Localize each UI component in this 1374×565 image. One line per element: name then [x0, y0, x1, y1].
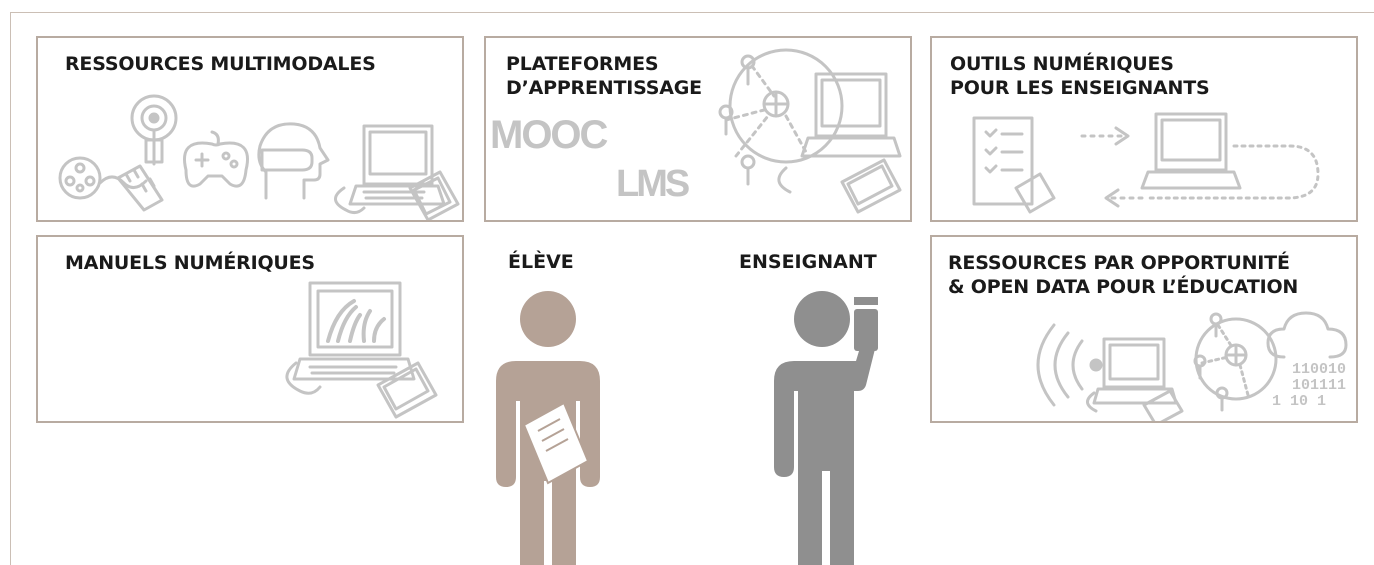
- student-label: ÉLÈVE: [508, 251, 574, 273]
- binary-digits: 110010 101111 1 10 1: [1272, 361, 1346, 410]
- computer-tablet-icon: [334, 124, 460, 220]
- box-tools-title-line2: POUR LES ENSEIGNANTS: [950, 77, 1210, 99]
- box-tools-title-line1: OUTILS NUMÉRIQUES: [950, 53, 1174, 75]
- frame-top-rule: [10, 12, 1374, 13]
- box-manuals-title: MANUELS NUMÉRIQUES: [65, 252, 315, 274]
- box-opendata-title-line1: RESSOURCES PAR OPPORTUNITÉ: [948, 252, 1290, 274]
- device-top: [854, 297, 878, 305]
- computer-book-icon: [285, 281, 438, 419]
- box-platforms-title: PLATEFORMES D’APPRENTISSAGE: [506, 52, 702, 100]
- multimodal-icons: [58, 94, 460, 220]
- teacher-body: [774, 334, 877, 565]
- box-tools-title: OUTILS NUMÉRIQUES POUR LES ENSEIGNANTS: [950, 52, 1210, 100]
- box-opendata-title-line2: & OPEN DATA POUR L’ÉDUCATION: [948, 276, 1299, 298]
- computer-tablet-icon: [1086, 337, 1184, 421]
- lms-logo: LMS: [616, 163, 689, 205]
- box-open-data: 110010 101111 1 10 1 RESSOURCES PAR OPPO…: [930, 235, 1358, 423]
- frame-left-rule: [10, 12, 11, 565]
- checklist-icon: [972, 116, 1056, 214]
- arrow-left-icon: [1104, 188, 1150, 208]
- vr-headset-icon: [257, 122, 330, 200]
- box-teacher-tools: OUTILS NUMÉRIQUES POUR LES ENSEIGNANTS: [930, 36, 1358, 222]
- gamepad-icon: [183, 130, 249, 188]
- box-platforms-title-line2: D’APPRENTISSAGE: [506, 77, 702, 99]
- computer-tablet-icon: [777, 72, 902, 214]
- mooc-logo: MOOC: [490, 113, 608, 157]
- box-opendata-title: RESSOURCES PAR OPPORTUNITÉ & OPEN DATA P…: [948, 251, 1298, 299]
- paper-icon: [522, 401, 590, 485]
- network-globe-icon: [718, 48, 844, 186]
- platforms-icons: MOOC LMS: [490, 48, 902, 214]
- binary-line-1: 110010: [1292, 361, 1346, 378]
- device-icon: [854, 309, 878, 351]
- film-reel-icon: [58, 156, 164, 212]
- arrow-right-icon: [1080, 126, 1130, 146]
- open-data-icons: 110010 101111 1 10 1: [1036, 311, 1348, 421]
- box-multimodal-resources: RESSOURCES MULTIMODALES: [36, 36, 464, 222]
- teacher-label: ENSEIGNANT: [739, 251, 877, 273]
- box-learning-platforms: MOOC LMS PLATEFORMES D’APPR: [484, 36, 912, 222]
- podcast-icon: [130, 94, 178, 166]
- binary-line-3: 1 10 1: [1272, 393, 1326, 410]
- teacher-tools-icons: [972, 112, 1320, 214]
- network-globe-icon: [1193, 312, 1278, 412]
- student-figure: [496, 291, 600, 565]
- teacher-head: [794, 291, 850, 347]
- box-digital-textbooks: MANUELS NUMÉRIQUES: [36, 235, 464, 423]
- box-platforms-title-line1: PLATEFORMES: [506, 53, 659, 75]
- cloud-data-icon: [1266, 311, 1348, 359]
- binary-line-2: 101111: [1292, 377, 1346, 394]
- box-multimodal-title: RESSOURCES MULTIMODALES: [65, 53, 376, 75]
- textbooks-icons: [285, 281, 438, 419]
- wireless-signal-icon: [1036, 323, 1103, 407]
- teacher-figure: [774, 291, 878, 565]
- student-head: [520, 291, 576, 347]
- computer-icon: [1140, 112, 1320, 200]
